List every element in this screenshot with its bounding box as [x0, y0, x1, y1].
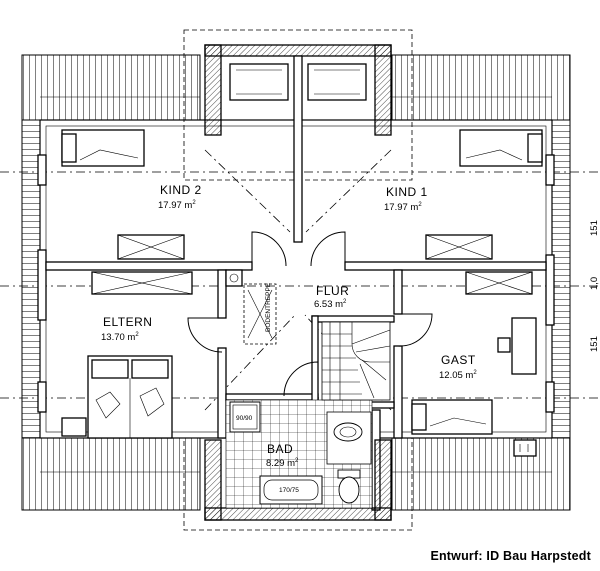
toilet	[337, 469, 361, 504]
roof-window-gast	[465, 271, 533, 295]
roof-windows	[91, 234, 533, 295]
shower-label: 90/90	[236, 415, 253, 422]
roof-window-eltern	[91, 271, 193, 295]
staircase	[321, 321, 391, 401]
chimney	[225, 269, 243, 287]
room-name-kind2: KIND 2	[160, 183, 202, 197]
room-labels: KIND 2 17.97 m2 KIND 1 17.97 m2 FLUR 6.5…	[101, 183, 477, 469]
roof-window-kind1	[425, 234, 493, 260]
dimension-labels: 151 1,0 151	[589, 220, 600, 352]
room-name-flur: FLUR	[316, 284, 349, 298]
room-area-kind2: 17.97 m2	[158, 200, 196, 211]
doors	[187, 231, 433, 397]
room-name-eltern: ELTERN	[103, 315, 152, 329]
dimension-right-3: 151	[589, 336, 600, 352]
attic-stair: BODENTREPPE	[243, 282, 277, 345]
room-area-gast: 12.05 m2	[439, 370, 477, 381]
room-eltern: ELTERN 13.70 m2	[101, 315, 152, 343]
room-area-bad: 8.29 m2	[266, 458, 299, 469]
washbasin	[333, 422, 363, 442]
bathtub: 170/75	[259, 475, 323, 505]
credit-text: Entwurf: ID Bau Harpstedt	[430, 549, 591, 563]
room-flur: FLUR 6.53 m2	[314, 284, 349, 310]
room-kind1: KIND 1 17.97 m2	[384, 185, 428, 213]
dimension-right-1: 151	[589, 220, 600, 236]
bathtub-label: 170/75	[279, 487, 299, 494]
attic-stair-label: BODENTREPPE	[265, 282, 272, 332]
room-name-bad: BAD	[267, 442, 293, 456]
top-dormer	[204, 44, 392, 243]
dimension-right-2: 1,0	[589, 277, 600, 290]
misc-boxes	[61, 417, 537, 457]
room-name-kind1: KIND 1	[386, 185, 428, 199]
room-kind2: KIND 2 17.97 m2	[158, 183, 202, 211]
room-gast: GAST 12.05 m2	[439, 353, 477, 381]
desk-gast	[497, 317, 537, 375]
room-area-eltern: 13.70 m2	[101, 332, 139, 343]
shower: 90/90	[229, 401, 261, 433]
bed-eltern	[87, 355, 173, 439]
room-bad: BAD 8.29 m2	[266, 442, 299, 469]
beds	[61, 129, 543, 439]
bathroom-fixtures: 90/90 170/75	[229, 401, 363, 505]
bottom-dormer	[204, 439, 392, 521]
roof-window-kind2	[117, 234, 185, 260]
bed-gast	[411, 399, 493, 435]
room-area-flur: 6.53 m2	[314, 299, 347, 310]
bed-kind1	[459, 129, 543, 167]
room-area-kind1: 17.97 m2	[384, 202, 422, 213]
bed-kind2	[61, 129, 145, 167]
room-name-gast: GAST	[441, 353, 476, 367]
